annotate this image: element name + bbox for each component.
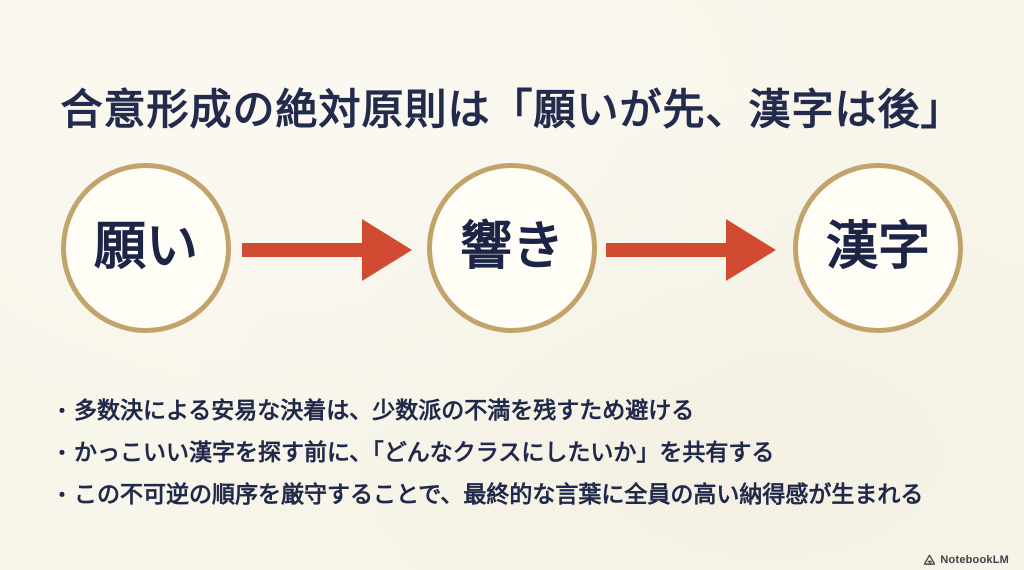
arrow-head-icon — [726, 219, 776, 281]
arrow-shaft — [242, 243, 362, 257]
bullet-marker: ・ — [52, 443, 72, 465]
bullet-marker: ・ — [52, 401, 72, 423]
notebooklm-logo-icon — [923, 553, 936, 566]
arrow-head-icon — [362, 219, 412, 281]
bullet-item-3: ・この不可逆の順序を厳守することで、最終的な言葉に全員の高い納得感が生まれる — [52, 474, 982, 516]
flow-arrow-1 — [242, 219, 412, 281]
watermark-label: NotebookLM — [940, 553, 1009, 566]
flow-step-circle-2: 響き — [427, 163, 597, 333]
flow-arrow-2 — [606, 219, 776, 281]
bullet-item-2: ・かっこいい漢字を探す前に、「どんなクラスにしたいか」を共有する — [52, 432, 982, 474]
bullet-list: ・多数決による安易な決着は、少数派の不満を残すため避ける ・かっこいい漢字を探す… — [52, 390, 982, 516]
bullet-text: この不可逆の順序を厳守することで、最終的な言葉に全員の高い納得感が生まれる — [74, 481, 924, 507]
flow-step-label-1: 願い — [93, 219, 198, 276]
watermark: NotebookLM — [923, 553, 1009, 566]
slide-title: 合意形成の絶対原則は「願いが先、漢字は後」 — [60, 88, 964, 135]
bullet-text: 多数決による安易な決着は、少数派の不満を残すため避ける — [74, 397, 695, 423]
flow-step-label-2: 響き — [459, 219, 564, 276]
bullet-item-1: ・多数決による安易な決着は、少数派の不満を残すため避ける — [52, 390, 982, 432]
flow-step-label-3: 漢字 — [825, 219, 930, 276]
flow-step-circle-1: 願い — [61, 163, 231, 333]
bullet-marker: ・ — [52, 485, 72, 507]
bullet-text: かっこいい漢字を探す前に、「どんなクラスにしたいか」を共有する — [74, 439, 775, 465]
arrow-shaft — [606, 243, 726, 257]
flow-step-circle-3: 漢字 — [793, 163, 963, 333]
